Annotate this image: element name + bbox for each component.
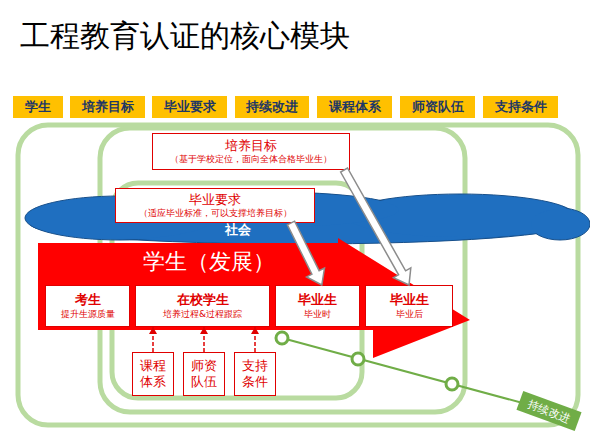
module-tag: 持续改进 [235,96,309,118]
cloud-fill [26,197,214,239]
arrow-body [287,221,324,285]
improvement-line [282,338,530,405]
node-label: 学生 [25,98,51,116]
arrow-line [152,327,154,352]
node-label: 支持条件 [238,358,272,390]
arrow-head [200,327,208,334]
module-tag: 师资队伍 [400,96,475,118]
green-ring [18,125,578,425]
node-label: 培养目标 [82,98,134,116]
arrow-line [203,327,205,352]
node-note: 提升生源质量 [61,308,115,320]
diagram-title: 工程教育认证的核心模块 [20,18,350,54]
block-arrow [341,168,411,285]
module-tag: 课程体系 [317,96,392,118]
module-tag: 支持条件 [483,96,558,118]
node-label: 课程体系 [329,98,381,116]
node-label: 支持条件 [495,98,547,116]
stage-box: 毕业生毕业时 [275,285,360,327]
block-arrow [287,221,324,285]
node-label: 学生（发展） [143,249,275,275]
node-note: （基于学校定位，面向全体合格毕业生） [170,153,332,165]
arrow-body [341,168,411,285]
node-note: 毕业后 [396,308,423,320]
node-label: 考生 [75,292,101,308]
objective-box: 培养目标（基于学校定位，面向全体合格毕业生） [152,133,350,170]
track-circle [276,332,288,344]
node-label: 毕业生 [298,292,337,308]
student-arrow-band: 学生（发展）考生提升生源质量在校学生培养过程&过程跟踪毕业生毕业时毕业生毕业后 [38,238,473,360]
node-label: 课程体系 [136,358,170,390]
module-tag: 毕业要求 [152,96,227,118]
node-label: 持续改进 [526,396,572,425]
track-circle [352,353,364,365]
node-label: 毕业要求 [164,98,216,116]
arrow-head [251,327,259,334]
support-arrow [149,327,157,352]
support-arrow [200,327,208,352]
arrow-head [149,327,157,334]
requirement-box: 毕业要求（适应毕业标准，可以支撑培养目标） [115,188,315,223]
node-note: 毕业时 [304,308,331,320]
stage-box: 在校学生培养过程&过程跟踪 [135,285,270,327]
arrow-fill [38,238,470,358]
track-circle [446,378,458,390]
node-label: 持续改进 [246,98,298,116]
cloud-fill [141,193,399,227]
support-arrow [251,327,259,352]
support-box: 师资队伍 [183,352,225,396]
stage-box: 毕业生毕业后 [365,285,453,327]
node-label: 毕业要求 [189,192,241,207]
cloud-fill [531,209,589,239]
node-note: 培养过程&过程跟踪 [163,308,242,320]
node-label: 师资队伍 [187,358,221,390]
node-label: 师资队伍 [412,98,464,116]
module-tag: 学生 [13,96,63,118]
support-box: 课程体系 [132,352,174,396]
node-note: （适应毕业标准，可以支撑培养目标） [139,207,292,219]
node-label: 社会 [225,221,251,239]
node-label: 毕业生 [390,292,429,308]
arrow-line [254,327,256,352]
support-box: 支持条件 [234,352,276,396]
node-label: 在校学生 [177,292,229,308]
stage-box: 考生提升生源质量 [45,285,130,327]
module-tag: 培养目标 [70,96,145,118]
node-label: 培养目标 [225,138,277,153]
